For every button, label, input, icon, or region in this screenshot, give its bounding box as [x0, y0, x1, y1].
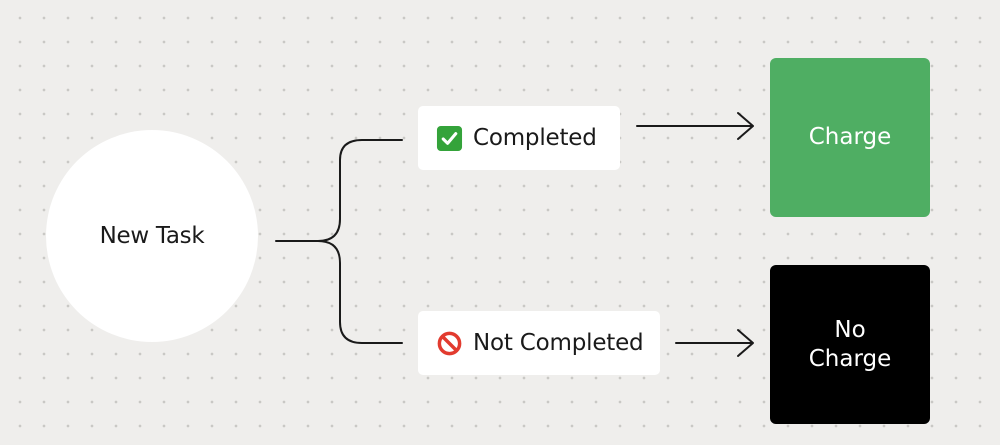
status-label-text: Not Completed — [473, 330, 644, 356]
prohibited-icon — [437, 331, 462, 355]
outcome-box-charge: Charge — [770, 58, 930, 217]
branch-connector — [275, 139, 403, 344]
status-label-completed: Completed — [418, 106, 620, 170]
outcome-label: Charge — [808, 124, 892, 150]
start-node-label: New Task — [99, 223, 205, 249]
start-node-new-task: New Task — [46, 130, 258, 342]
status-label-text: Completed — [473, 125, 597, 151]
arrow-not-completed-to-no-charge — [675, 329, 754, 357]
check-mark-button-icon — [436, 125, 463, 151]
outcome-label: No Charge — [808, 316, 892, 372]
outcome-box-no-charge: No Charge — [770, 265, 930, 424]
status-label-not-completed: Not Completed — [418, 311, 660, 375]
arrow-completed-to-charge — [636, 112, 754, 140]
